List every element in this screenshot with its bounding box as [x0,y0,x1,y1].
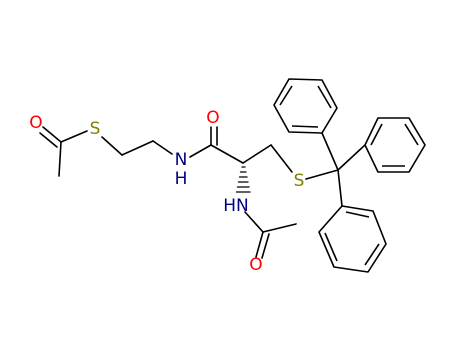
bond-acetyl-oxygen-a [255,231,264,258]
atom-h-amide: H [175,169,188,189]
bond-nitrogen-carbonyl [189,144,212,158]
bond-trityl-phenyl-bottom [337,169,343,207]
atom-s-trityl: S [294,171,305,191]
phenyl-ring-bottom [318,205,387,273]
atom-o-amide: O [206,108,219,128]
bond-ch2-ch2 [121,140,154,156]
bond-sulfur-trityl [305,169,339,180]
bond-acetamido-carbonyl [244,211,264,233]
bond-carbonyl-sulfur [60,130,88,143]
bond-carbonyl-oxygen-a [42,126,62,143]
atom-labels: O S N H O S HN O [29,108,304,275]
atom-n-acetamido: HN [223,196,249,216]
bond-sulfur-ch2 [101,136,123,156]
stereo-hash-bond [235,166,251,193]
bond-trityl-phenyl-top [321,132,339,171]
bonds [39,126,366,259]
bond-acetyl-methyl [262,223,297,233]
bond-carbonyl-alpha [210,144,244,164]
bond-carbonyl-oxygen-b [39,132,58,148]
bond-ch2-sulfur [270,144,293,173]
bond-trityl-phenyl-right [337,144,366,171]
bond-ch2-nitrogen [152,140,173,155]
bond-methyl-carbonyl [58,141,62,177]
phenyl-ring-top [273,78,338,134]
bond-alpha-ch2 [242,144,272,164]
bond-acetyl-oxygen-b [261,233,270,259]
atom-s-thioester: S [90,119,101,139]
atom-o-thioester: O [29,113,42,133]
atom-o-acetyl: O [249,255,262,275]
phenyl-ring-right [364,117,426,173]
atom-n-amide: N [175,150,188,170]
